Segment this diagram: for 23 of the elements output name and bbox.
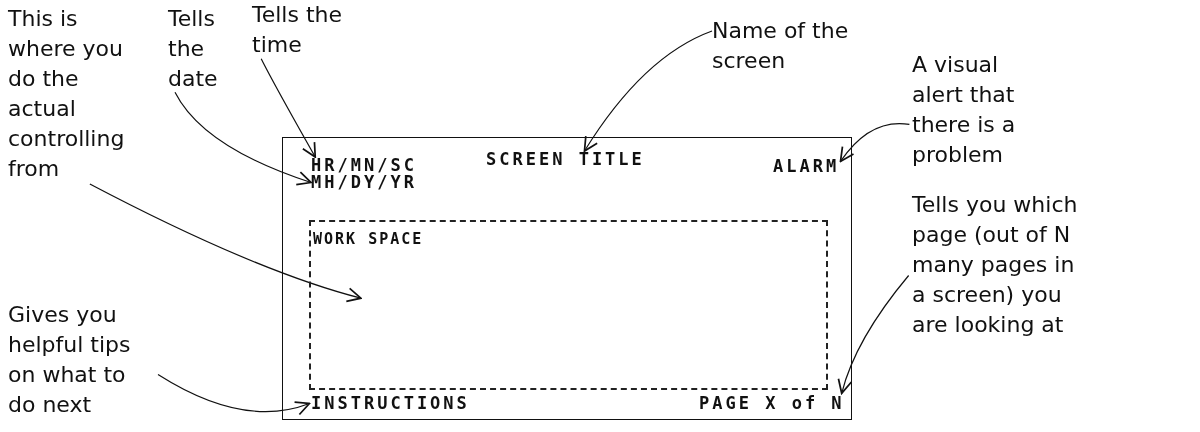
screen-frame [282,137,852,420]
annotation-text: Tells the date [168,4,238,94]
time-readout: HR/MN/SC [311,157,417,174]
panel-label: WORK SPACE [313,230,424,248]
leader-arrow [174,91,312,186]
annotation-text: This is where you do the actual controlling from [8,4,140,184]
page-indicator: PAGE X of N [699,395,845,412]
alarm-indicator: ALARM [773,158,840,175]
annotation-text: Name of the screen [712,16,872,76]
work-space-panel [309,220,828,390]
annotation-text: Tells the time [252,0,367,60]
leader-arrow [157,373,311,415]
leader-arrow [260,58,317,158]
instructions-text: INSTRUCTIONS [311,395,470,412]
leader-arrow [839,123,910,163]
annotation-text: Gives you helpful tips on what to do next [8,300,158,420]
date-readout: MH/DY/YR [311,174,417,191]
leader-arrow [89,183,362,302]
annotation-text: A visual alert that there is a problem [912,50,1042,170]
screen-title: SCREEN TITLE [486,151,645,168]
leader-arrow [583,30,713,152]
annotation-text: Tells you which page (out of N many pages in a screen) you are looking at [912,190,1080,340]
leader-arrow [837,274,910,395]
